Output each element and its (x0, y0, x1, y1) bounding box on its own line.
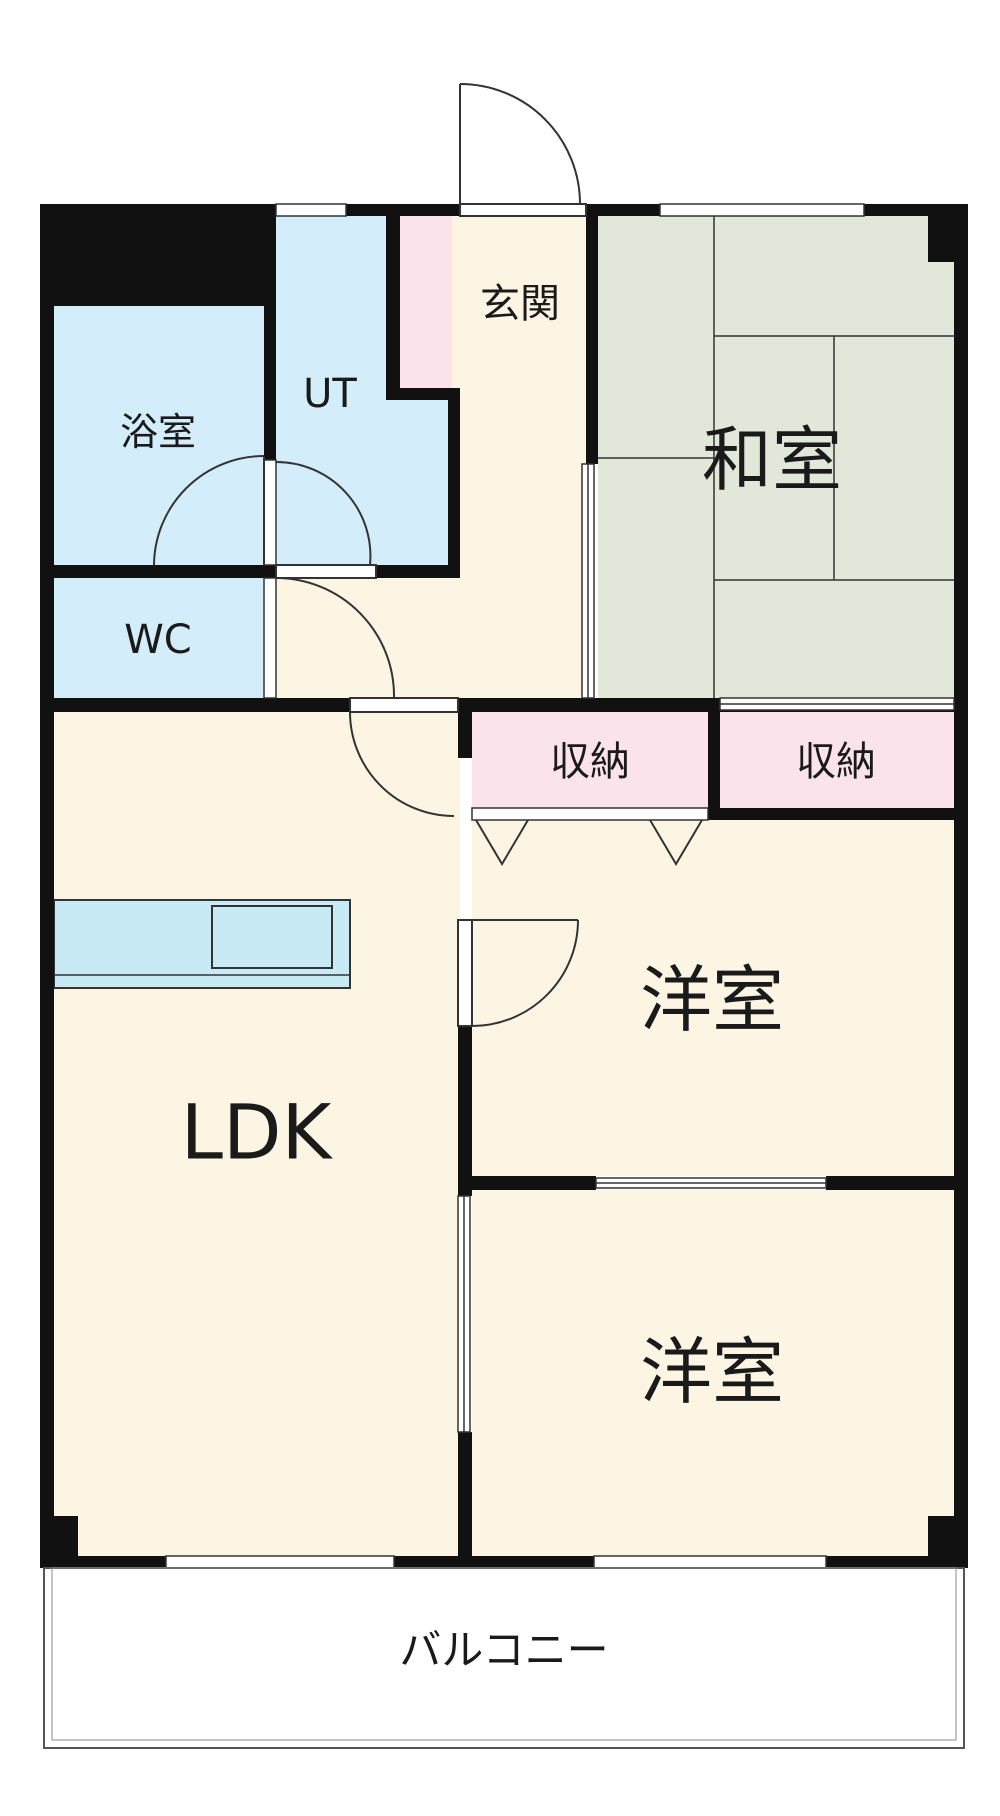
room-label-wc: WC (124, 617, 191, 663)
yoshitsu-2-floor (472, 1190, 954, 1560)
ldk-floor (54, 712, 460, 1560)
windows (165, 203, 865, 1569)
washitsu-floor (598, 216, 954, 698)
room-label-yoshitsu-1: 洋室 (640, 958, 784, 1042)
room-label-storage-2: 収納 (796, 739, 876, 785)
room-label-ldk: LDK (181, 1088, 334, 1177)
room-label-storage-1: 収納 (550, 739, 630, 785)
hallway-floor (276, 565, 586, 705)
door-swings (153, 83, 703, 1027)
room-label-genkan: 玄関 (480, 281, 560, 327)
balcony-rail (51, 1567, 957, 1741)
entrance-floor (452, 216, 586, 576)
storage-2-floor (720, 712, 954, 808)
room-label-washitsu: 和室 (702, 419, 842, 501)
room-label-ut: UT (303, 371, 357, 417)
ut-floor-lower (276, 400, 450, 565)
yoshitsu-1-floor (472, 820, 954, 1176)
shoe-cabinet (400, 216, 452, 388)
room-label-balcony: バルコニー (399, 1626, 608, 1675)
sliding-doors (263, 459, 955, 1433)
sink (211, 905, 333, 969)
wc-floor (54, 578, 264, 698)
storage-1-floor (472, 712, 708, 808)
bath-floor (54, 306, 264, 565)
walls (40, 204, 968, 1568)
tatami-lines (598, 216, 954, 698)
kitchen-counter (53, 899, 351, 989)
balcony-outline (43, 1567, 965, 1749)
room-fills (54, 216, 954, 1560)
room-label-bath: 浴室 (120, 410, 196, 454)
room-label-yoshitsu-2: 洋室 (640, 1330, 784, 1414)
